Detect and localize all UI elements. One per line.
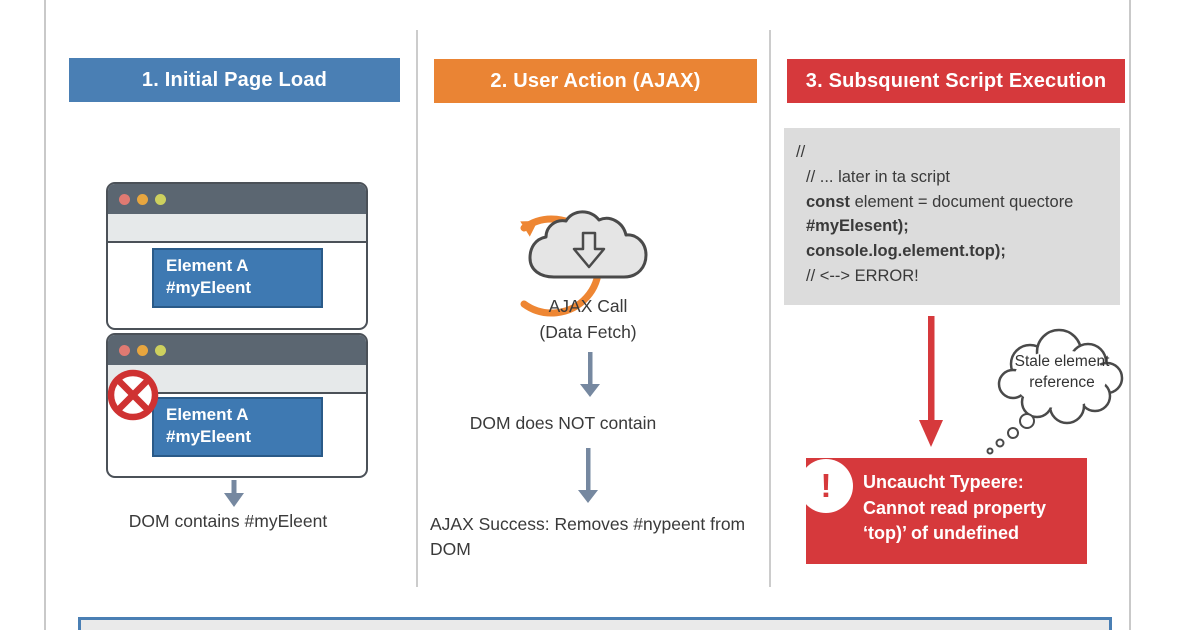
browser-titlebar bbox=[108, 184, 366, 214]
bottom-panel bbox=[78, 617, 1112, 630]
browser-toolbar bbox=[108, 214, 366, 243]
column2-header: 2. User Action (AJAX) bbox=[434, 59, 757, 103]
down-arrow-icon bbox=[578, 448, 598, 503]
element-box-2: Element A #myEleent bbox=[152, 397, 323, 457]
element-box-2-line2: #myEleent bbox=[166, 427, 252, 447]
cloud-download-icon bbox=[528, 210, 648, 279]
code-line-1: // bbox=[796, 143, 806, 161]
column-divider-2 bbox=[769, 30, 771, 587]
browser-window-2: Element A #myEleent bbox=[106, 333, 368, 478]
traffic-light-orange-icon bbox=[137, 193, 148, 205]
code-line-5: console.log.element.top); bbox=[806, 242, 1006, 260]
element-box-1: Element A #myEleent bbox=[152, 248, 323, 308]
code-line-2: // ... later in ta script bbox=[806, 167, 950, 186]
error-line-2: Cannot read property bbox=[863, 497, 1047, 518]
exclamation-icon: ! bbox=[799, 459, 853, 513]
down-arrow-icon bbox=[224, 480, 244, 507]
code-line-6: // <--> ERROR! bbox=[806, 266, 919, 285]
code-line-3: const element = document quectore bbox=[806, 192, 1074, 211]
browser-window-1: Element A #myEleent bbox=[106, 182, 368, 330]
prohibition-x-icon bbox=[107, 369, 159, 421]
thought-bubble-text: Stale element reference bbox=[1014, 353, 1110, 391]
error-line-3: ‘top)’ of undefined bbox=[863, 523, 1019, 544]
data-fetch-label: (Data Fetch) bbox=[539, 322, 637, 342]
traffic-light-yellow-icon bbox=[155, 193, 166, 205]
col1-caption: DOM contains #myEleent bbox=[128, 511, 328, 531]
browser-titlebar bbox=[108, 335, 366, 365]
thought-bubble-icon bbox=[986, 328, 1124, 455]
code-line-4: #myElesent); bbox=[806, 217, 909, 236]
left-border-line bbox=[44, 0, 46, 630]
error-text: Uncaucht Typeere: Cannot read property ‘… bbox=[863, 470, 1046, 547]
error-box: Uncaucht Typeere: Cannot read property ‘… bbox=[806, 458, 1087, 564]
traffic-light-red-icon bbox=[119, 344, 130, 356]
traffic-light-red-icon bbox=[119, 193, 130, 205]
right-border-line bbox=[1129, 0, 1131, 630]
ajax-success-caption: AJAX Success: Removes #nypeent from DOM bbox=[430, 514, 746, 559]
column3-header: 3. Subsquıent Script Execution bbox=[787, 59, 1125, 103]
element-box-2-line1: Element A bbox=[166, 405, 249, 424]
traffic-light-orange-icon bbox=[137, 344, 148, 356]
element-box-1-line1: Element A bbox=[166, 256, 249, 275]
element-box-1-line2: #myEleent bbox=[166, 278, 252, 298]
red-down-arrow-icon bbox=[919, 316, 943, 447]
code-block: // // ... later in ta script const eleme… bbox=[784, 128, 1120, 305]
error-line-1: Uncaucht Typeere: bbox=[863, 472, 1024, 492]
down-arrow-icon bbox=[580, 352, 600, 397]
column-divider-1 bbox=[416, 30, 418, 587]
ajax-call-label: AJAX Call bbox=[548, 296, 628, 316]
traffic-light-yellow-icon bbox=[155, 344, 166, 356]
column1-header: 1. Initial Page Load bbox=[69, 58, 400, 102]
dom-not-contain-caption: DOM does NOT contain bbox=[469, 413, 657, 433]
